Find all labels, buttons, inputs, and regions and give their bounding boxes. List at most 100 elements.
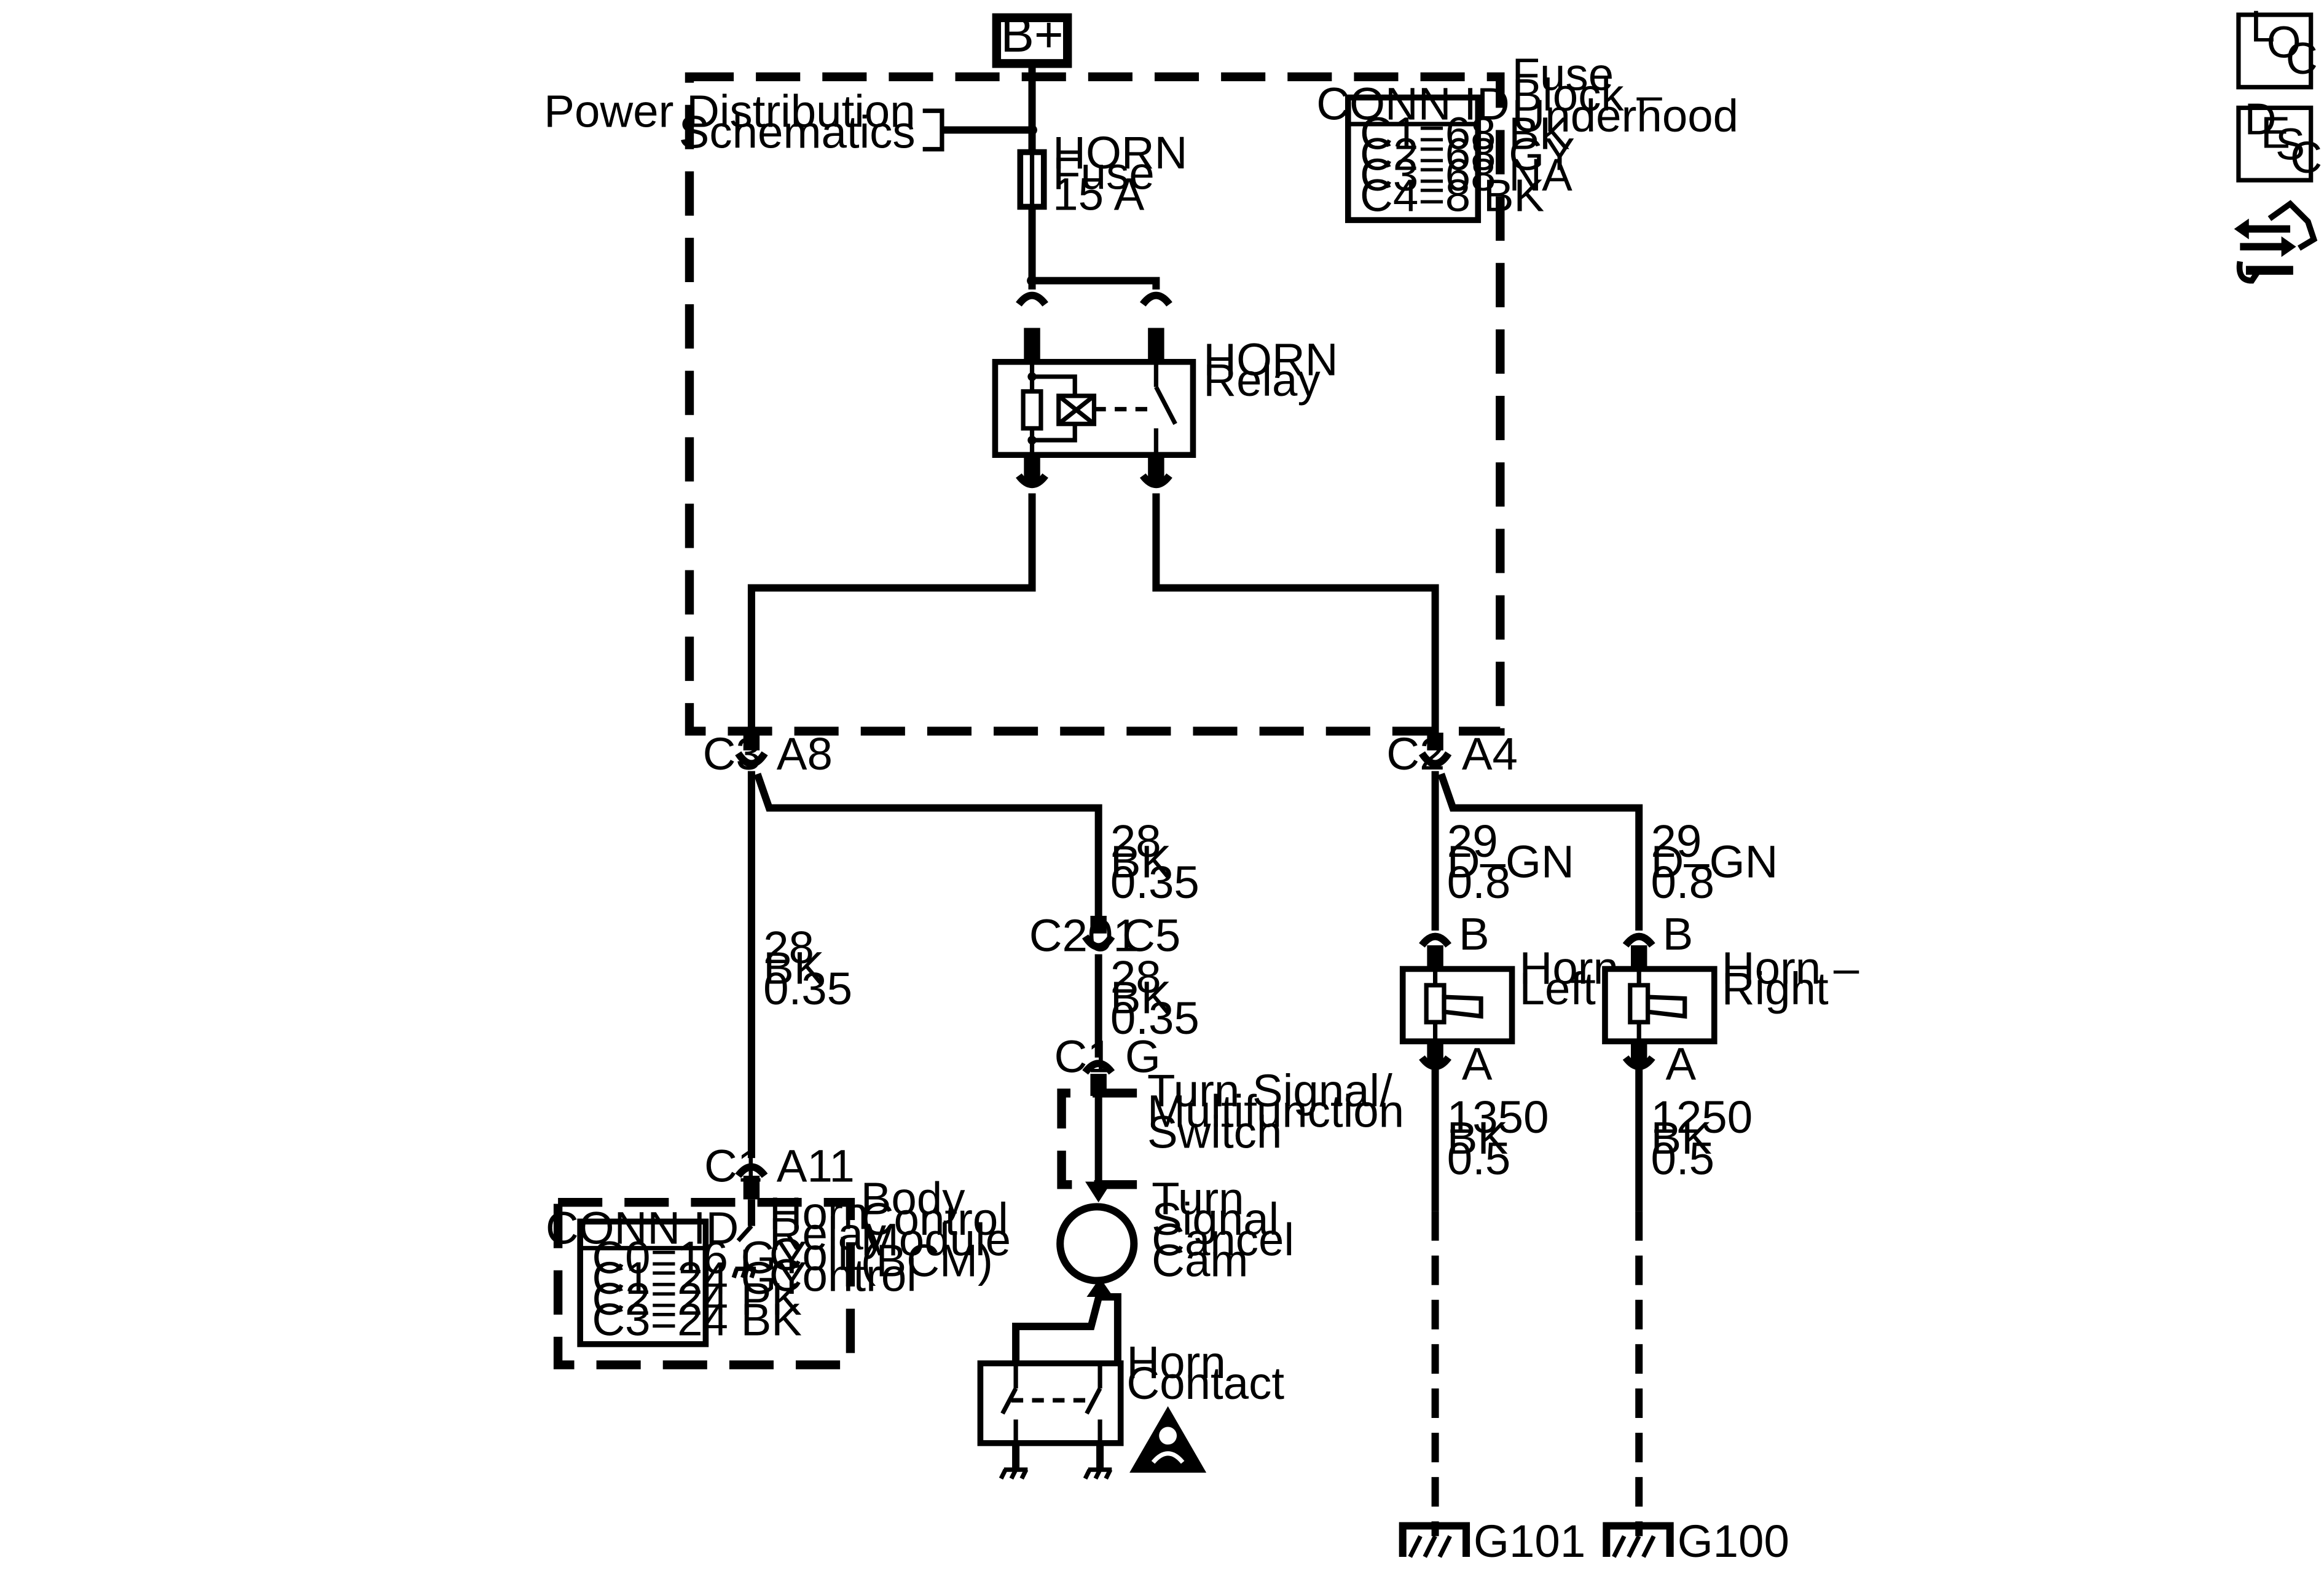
svg-text:A: A xyxy=(1462,1039,1493,1090)
airbag-warning-icon xyxy=(1129,1406,1207,1473)
svg-text:Coil: Coil xyxy=(769,1229,848,1280)
svg-text:Module: Module xyxy=(861,1215,1011,1266)
svg-text:(BCM): (BCM) xyxy=(861,1235,993,1286)
svg-text:A4: A4 xyxy=(1462,728,1518,779)
svg-text:E: E xyxy=(2261,108,2290,157)
fuse-block-underhood-boundary xyxy=(685,72,1505,736)
svg-text:Control: Control xyxy=(769,1250,917,1301)
svg-text:Cam: Cam xyxy=(1152,1235,1248,1286)
horn-relay-label: HORN Relay xyxy=(1203,334,1338,406)
relay-output-wires xyxy=(747,493,1439,736)
svg-text:Horn: Horn xyxy=(769,1187,868,1238)
tsms-upper-wire-label: 28 BK 0.35 xyxy=(1110,816,1199,908)
svg-text:BK: BK xyxy=(1447,1112,1508,1164)
horn-right-label: Horn – Right xyxy=(1722,943,1859,1015)
svg-text:C3=24 BK: C3=24 BK xyxy=(592,1294,802,1345)
svg-text:B: B xyxy=(1459,908,1490,959)
bcm-wire-label: 28 BK 0.35 xyxy=(763,922,852,1014)
connector-c2-a4: C2 A4 xyxy=(1386,728,1518,779)
svg-text:Horn: Horn xyxy=(1126,1337,1225,1388)
svg-text:Relay: Relay xyxy=(1203,355,1321,406)
svg-text:CONN ID: CONN ID xyxy=(546,1202,739,1253)
svg-text:D–GN: D–GN xyxy=(1651,836,1778,887)
horn-right-feed-label: 29 D–GN 0.8 xyxy=(1651,816,1778,908)
svg-text:C0=16 GY: C0=16 GY xyxy=(592,1232,807,1283)
svg-text:Power Distribution: Power Distribution xyxy=(544,86,915,137)
svg-text:Turn: Turn xyxy=(1152,1173,1244,1224)
svg-text:Contact: Contact xyxy=(1126,1358,1284,1409)
svg-text:Multifunction: Multifunction xyxy=(1147,1086,1404,1137)
svg-text:C3=68 NA: C3=68 NA xyxy=(1360,149,1572,200)
svg-text:Fuse: Fuse xyxy=(1512,49,1614,100)
svg-text:G: G xyxy=(1125,1031,1161,1082)
svg-text:C2=24 PK: C2=24 PK xyxy=(592,1274,802,1325)
svg-text:28: 28 xyxy=(1110,951,1161,1002)
svg-text:HORN: HORN xyxy=(1203,334,1338,385)
battery-terminal: B+ xyxy=(992,7,1072,68)
svg-text:Relay: Relay xyxy=(769,1208,887,1259)
tsms-lower-wire-label: 28 BK 0.35 xyxy=(1110,951,1199,1044)
arrows-wrench-icon[interactable] xyxy=(2234,200,2318,284)
svg-text:O: O xyxy=(2267,18,2301,68)
svg-text:1350: 1350 xyxy=(1447,1092,1549,1143)
svg-text:D–GN: D–GN xyxy=(1447,836,1574,887)
connector-c201-c5: C201 C5 xyxy=(1029,910,1181,961)
svg-text:D: D xyxy=(2245,95,2277,144)
splice-to-tsms-wire xyxy=(753,773,1102,919)
svg-text:A: A xyxy=(1665,1039,1696,1090)
svg-text:C1=68 BK: C1=68 BK xyxy=(1360,108,1570,159)
svg-text:C: C xyxy=(2290,133,2322,183)
svg-text:BK: BK xyxy=(1651,1112,1711,1164)
turn-signal-switch-label: Turn Signal/ Multifunction Switch xyxy=(1147,1065,1404,1157)
horn-right-feed-wire xyxy=(1437,773,1643,931)
svg-text:Block –: Block – xyxy=(1512,69,1663,120)
horn-right-ground-label: 1250 BK 0.5 xyxy=(1651,1092,1753,1184)
svg-text:BK: BK xyxy=(1110,836,1171,887)
fuse-block-conn-id-table: CONN ID C1=68 BK C2=68 GY C3=68 NA C4=8 … xyxy=(1316,79,1575,223)
svg-text:Signal: Signal xyxy=(1152,1194,1279,1245)
svg-text:0.35: 0.35 xyxy=(763,963,852,1014)
fuse-to-relay-wires xyxy=(1027,207,1160,290)
svg-text:0.5: 0.5 xyxy=(1651,1133,1714,1184)
power-distribution-label: Power Distribution Schematics xyxy=(544,86,915,158)
svg-text:B: B xyxy=(1663,908,1694,959)
svg-text:29: 29 xyxy=(1447,816,1498,867)
svg-text:C2: C2 xyxy=(1386,728,1445,779)
svg-text:28: 28 xyxy=(1110,816,1161,867)
svg-text:C3: C3 xyxy=(703,728,761,779)
svg-text:Right: Right xyxy=(1722,963,1829,1014)
horn-fuse-label: HORN Fuse 15 A xyxy=(1053,127,1187,219)
loc-icon[interactable]: L O C xyxy=(2236,2,2318,90)
cancel-cam-label: Turn Signal Cancel Cam xyxy=(1152,1173,1294,1286)
svg-text:C5: C5 xyxy=(1122,910,1180,961)
fuse-block-label: Fuse Block – Underhood xyxy=(1512,49,1739,141)
svg-text:29: 29 xyxy=(1651,816,1702,867)
svg-text:Cancel: Cancel xyxy=(1152,1215,1294,1266)
horn-relay-bottom-connectors xyxy=(1016,453,1172,489)
svg-text:G101: G101 xyxy=(1474,1516,1585,1567)
bcm-function-label: Horn Relay Coil Control xyxy=(769,1187,917,1301)
svg-text:HORN: HORN xyxy=(1053,127,1187,178)
connector-c3-a8: C3 A8 xyxy=(703,728,833,779)
svg-text:A8: A8 xyxy=(777,728,833,779)
svg-text:C2=68 GY: C2=68 GY xyxy=(1360,128,1575,179)
horn-fuse xyxy=(1017,149,1047,210)
svg-text:Underhood: Underhood xyxy=(1512,90,1739,141)
svg-text:C1=24 GY: C1=24 GY xyxy=(592,1253,807,1304)
ground-g100: G100 xyxy=(1603,1516,1789,1567)
ground-g101: G101 xyxy=(1399,1516,1585,1567)
bcm-label: Body Control Module (BCM) xyxy=(861,1173,1011,1286)
horn-left: B A xyxy=(1399,908,1515,1090)
svg-text:C4=8 BK: C4=8 BK xyxy=(1360,170,1544,221)
svg-text:0.35: 0.35 xyxy=(1110,857,1199,908)
svg-text:S: S xyxy=(2275,120,2305,170)
svg-text:Control: Control xyxy=(861,1194,1008,1245)
svg-text:A11: A11 xyxy=(777,1141,855,1192)
horn-contact xyxy=(977,1277,1124,1480)
svg-text:Fuse: Fuse xyxy=(1053,148,1155,199)
b-plus-feed-wire xyxy=(922,63,1037,152)
svg-text:28: 28 xyxy=(763,922,814,973)
svg-text:C: C xyxy=(2286,34,2318,84)
desc-icon[interactable]: D E S C xyxy=(2236,95,2322,183)
turn-signal-cancel-cam xyxy=(1056,1203,1138,1285)
